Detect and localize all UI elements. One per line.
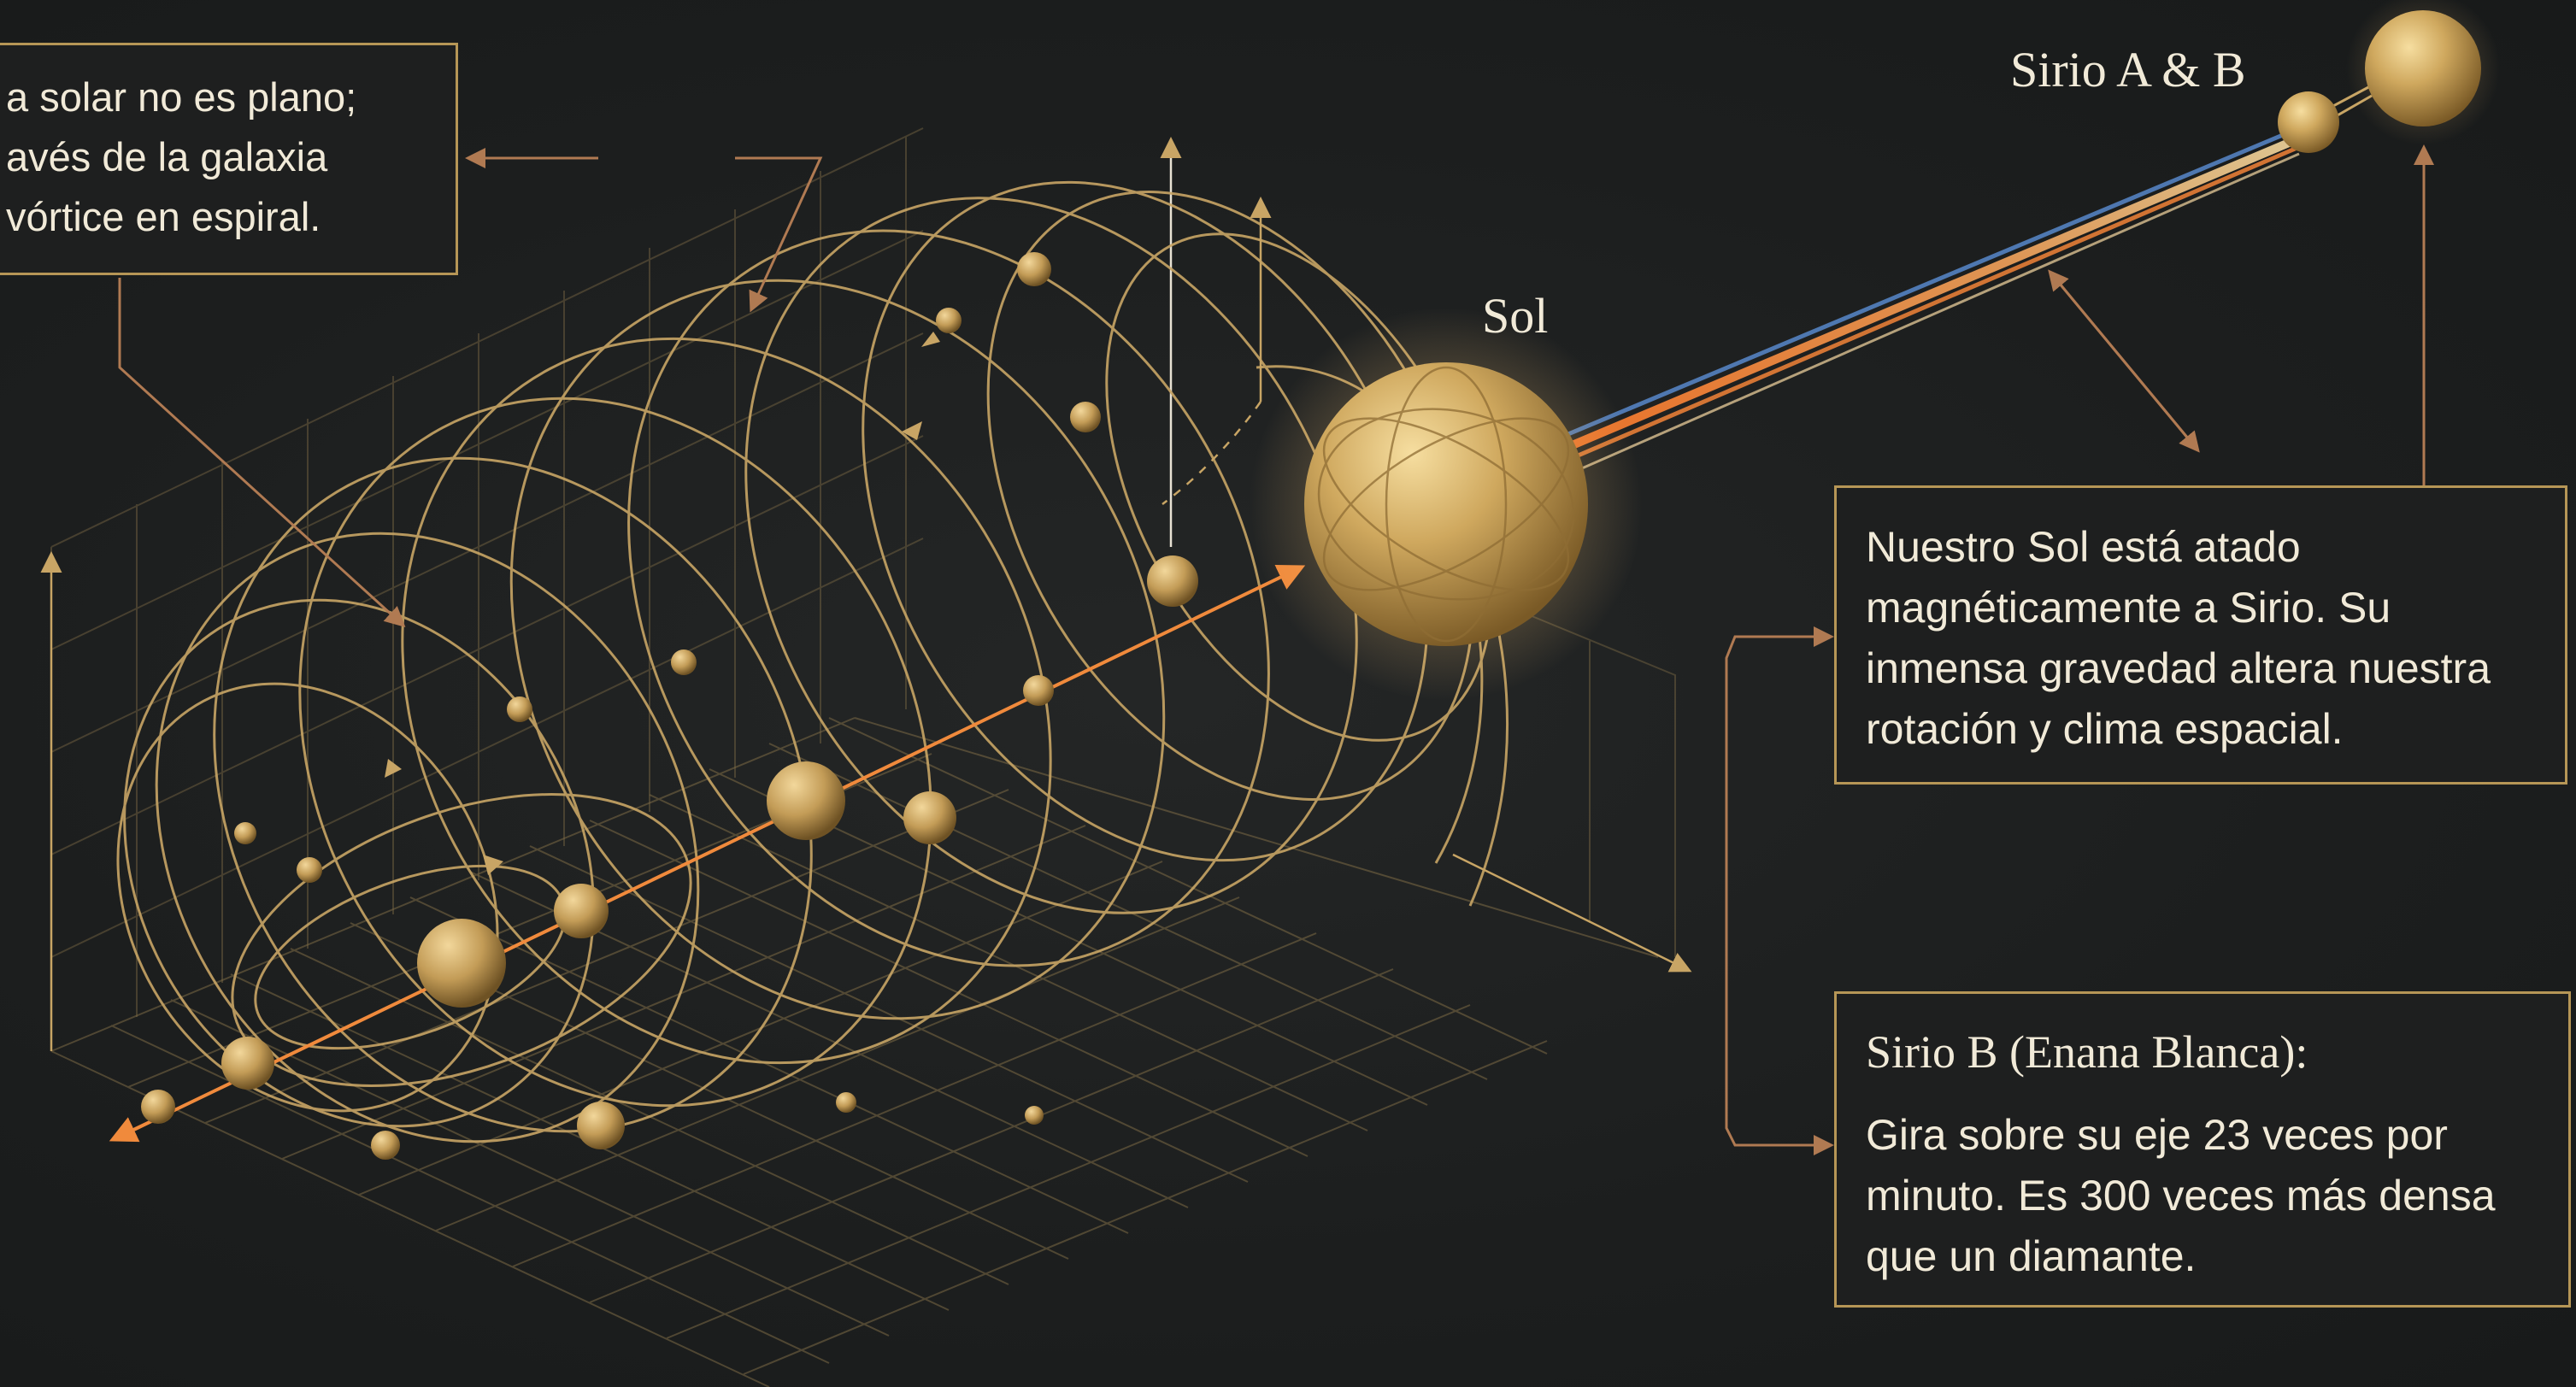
sirius-b-callout: Sirio B (Enana Blanca): Gira sobre su ej… [1834,991,2571,1308]
sirius-b-text: Gira sobre su eje 23 veces por minuto. E… [1866,1111,2496,1280]
vortex-callout: a solar no es plano; avés de la galaxia … [0,43,458,275]
sirius-b-title: Sirio B (Enana Blanca): [1866,1026,2308,1078]
sun-label: Sol [1482,288,1549,344]
sun-sirius-beam [1562,84,2373,476]
sun-trajectory-arrow [119,565,1306,1138]
vortex-callout-text: a solar no es plano; avés de la galaxia … [6,74,357,239]
back-wall-grid [50,127,1676,1051]
planets [141,252,1198,1160]
sirius-label: Sirio A & B [2010,42,2246,97]
orbit-direction-arrows [385,332,940,875]
sirius-stars [2278,0,2500,153]
sun-sirius-binding-callout: Nuestro Sol está atado magnéticamente a … [1834,485,2567,785]
binding-callout-text: Nuestro Sol está atado magnéticamente a … [1866,523,2491,753]
sun-sphere [1250,308,1643,701]
callout-leaders [118,144,2434,1155]
